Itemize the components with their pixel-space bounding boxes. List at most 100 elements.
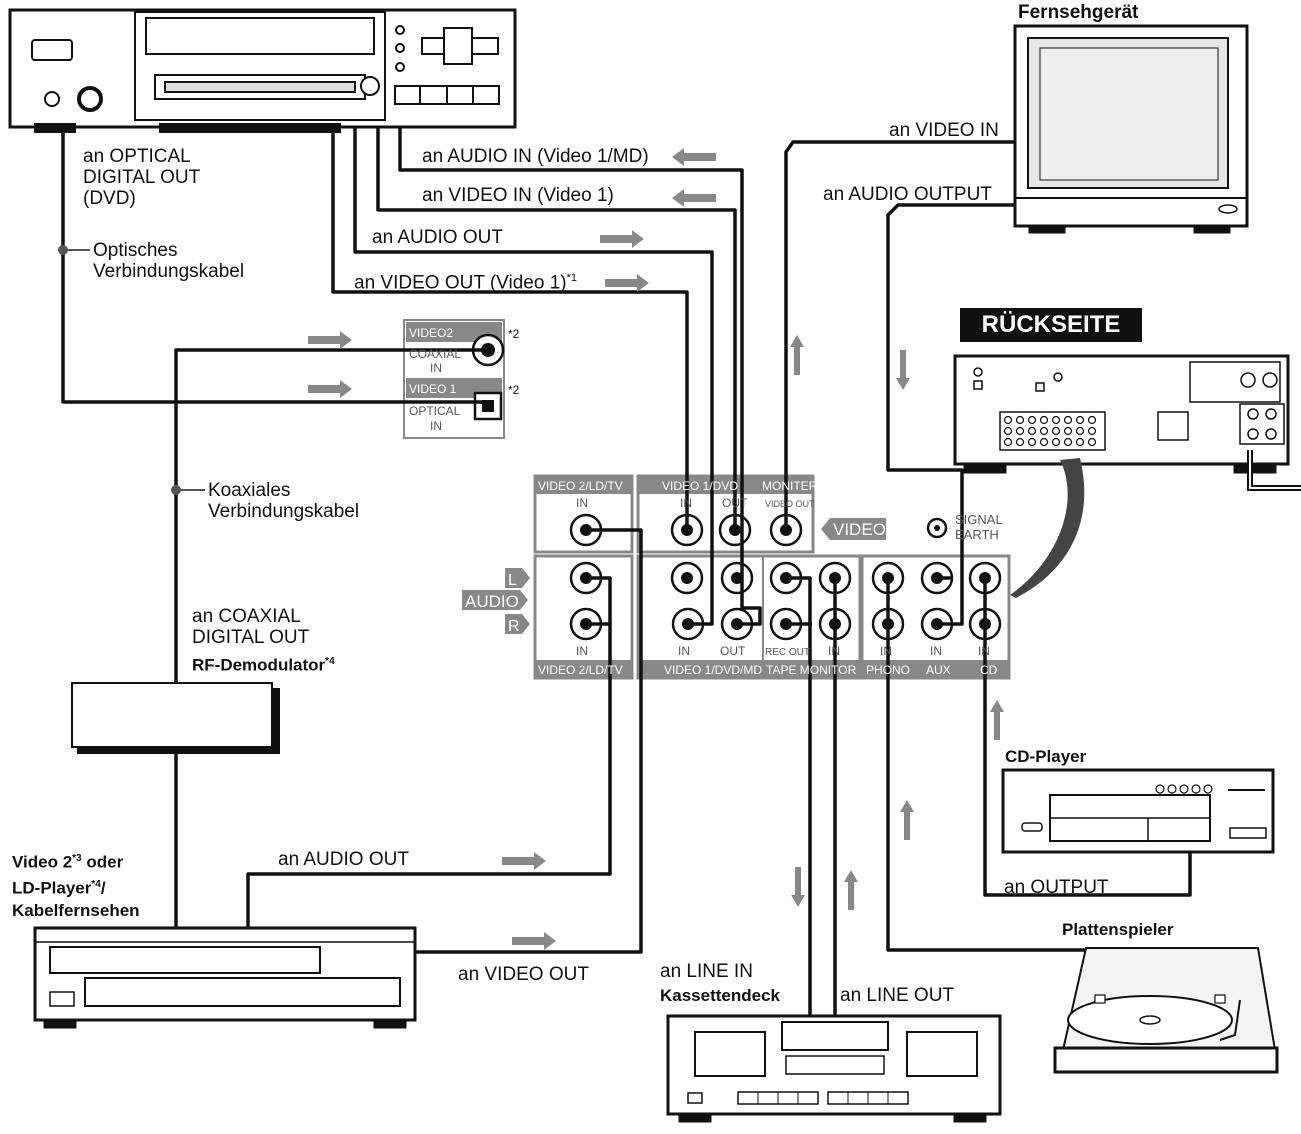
label-audio-in-video1: an AUDIO IN (Video 1/MD) — [422, 146, 649, 167]
label-v2-audio-out: an AUDIO OUT — [278, 849, 409, 870]
cable-cd — [983, 578, 1192, 897]
grp-monitor-top: MONITER — [762, 479, 818, 493]
optical-label-2: IN — [430, 419, 442, 433]
cable-audio-in-video1 — [398, 127, 744, 578]
grp-tape-bottom: TAPE MONITOR — [766, 663, 857, 677]
optical-label-1: OPTICAL — [409, 404, 461, 418]
grp-aux-bottom: AUX — [926, 663, 951, 677]
phono-in-label: IN — [880, 644, 892, 658]
note2-b: *2 — [508, 383, 520, 397]
signal-earth-2: EARTH — [955, 527, 999, 542]
flow-arrow — [896, 350, 910, 390]
cd-player-device — [1001, 768, 1275, 854]
coaxial-label-1: COAXIAL — [409, 347, 461, 361]
rec-out-label: REC OUT — [765, 647, 810, 658]
flow-arrow — [672, 148, 716, 166]
grp-video2-bottom: VIDEO 2/LD/TV — [538, 663, 623, 677]
video2-title-line1: Video 2*3 oder — [12, 852, 124, 872]
coaxial-cable-line1: Koaxiales — [208, 480, 291, 501]
label-deck-line-out: an LINE OUT — [840, 985, 955, 1006]
monitor-video-out: VIDEO OUT — [765, 499, 815, 509]
optical-cable — [61, 127, 488, 404]
panel-text: VIDEO2 VIDEO 1 VIDEO 2/LD/TV VIDEO 1/DVD… — [409, 326, 998, 677]
video2-device — [33, 926, 417, 1029]
label-v2-video-out: an VIDEO OUT — [458, 964, 589, 985]
grp-phono-bottom: PHONO — [866, 663, 910, 677]
rear-panel-jacks — [569, 513, 1002, 641]
cable-video-in-video1 — [376, 127, 737, 530]
panel-video1-label: VIDEO 1 — [409, 382, 457, 396]
grp-video1-top: VIDEO 1/DVD — [662, 479, 738, 493]
grp-video2-top: VIDEO 2/LD/TV — [538, 479, 623, 493]
rf-demodulator-title: RF-Demodulator*4 — [192, 655, 335, 675]
jack-out-v1: OUT — [722, 496, 748, 510]
cable-tv-video-in — [784, 140, 1015, 530]
flow-arrow — [605, 274, 649, 292]
back-panel-title: RÜCKSEITE — [960, 308, 1142, 342]
jack-in-v1: IN — [680, 496, 692, 510]
flow-arrow — [512, 932, 556, 950]
aux-in-label: IN — [930, 644, 942, 658]
optical-cable-line1: Optisches — [93, 240, 178, 261]
panel-text-dark: COAXIAL IN OPTICAL IN *2 *2 IN IN OUT VI… — [409, 327, 1003, 658]
receiver-back-device — [953, 354, 1290, 474]
flow-arrow — [502, 852, 546, 870]
coaxial-label-2: IN — [430, 361, 442, 375]
receiver-jack-grid — [1003, 415, 1097, 447]
flow-arrow — [844, 870, 858, 910]
cd-in-label: IN — [978, 644, 990, 658]
tape-in-label: IN — [828, 644, 840, 658]
cd-player-title: CD-Player — [1005, 747, 1087, 766]
flow-arrow — [791, 867, 805, 907]
label-tv-video-in: an VIDEO IN — [889, 120, 999, 141]
cables — [61, 127, 1192, 1016]
coaxial-out-line2: DIGITAL OUT — [192, 627, 310, 648]
flow-arrow — [672, 189, 716, 207]
video-tag: VIDEO — [833, 520, 886, 539]
coaxial-cable — [174, 348, 488, 683]
grp-video1-bottom: VIDEO 1/DVD/MD — [664, 663, 762, 677]
jack-out-v1-bottom: OUT — [720, 644, 746, 658]
right-tag: R — [508, 618, 520, 635]
optical-cable-line2: Verbindungskabel — [93, 261, 245, 282]
flow-arrow — [308, 380, 352, 398]
label-tv-audio-output: an AUDIO OUTPUT — [823, 184, 992, 205]
flow-arrow — [308, 331, 352, 349]
flow-arrow — [600, 230, 644, 248]
cable-phono — [886, 578, 1086, 952]
jack-in-v2-bottom: IN — [576, 644, 588, 658]
turntable-device — [1053, 947, 1279, 1074]
optical-out-line3: (DVD) — [83, 188, 136, 209]
optical-out-line1: an OPTICAL — [83, 146, 191, 167]
label-cd-output: an OUTPUT — [1004, 877, 1109, 898]
flow-arrows — [308, 148, 1004, 950]
cable-video-out-video1 — [331, 127, 689, 530]
label-video-out-video1: an VIDEO OUT (Video 1)*1 — [354, 272, 578, 294]
zoom-wedge — [1010, 458, 1085, 598]
coaxial-cable-line2: Verbindungskabel — [208, 501, 360, 522]
jack-in-v1-bottom: IN — [678, 644, 690, 658]
cassette-deck-title: Kassettendeck — [660, 986, 781, 1005]
grp-cd-bottom: CD — [980, 663, 998, 677]
note2-a: *2 — [508, 327, 520, 341]
panel-video2-label: VIDEO2 — [409, 326, 453, 340]
tv-title: Fernsehgerät — [1018, 2, 1139, 23]
video2-title-line2: LD-Player*4/ — [12, 878, 106, 898]
label-audio-out-top: an AUDIO OUT — [372, 227, 503, 248]
label-video-in-video1: an VIDEO IN (Video 1) — [422, 185, 614, 206]
cable-v2-video-out — [415, 528, 643, 954]
dvd-player-device — [8, 8, 517, 133]
flow-arrow — [790, 335, 804, 375]
label-deck-line-in: an LINE IN — [660, 961, 753, 982]
cable-audio-out — [353, 127, 714, 578]
tv-device — [1013, 24, 1249, 234]
flow-arrow — [900, 800, 914, 840]
cassette-deck-device — [666, 1014, 1002, 1123]
flow-arrow — [990, 700, 1004, 740]
coaxial-out-line1: an COAXIAL — [192, 606, 301, 627]
video2-title-line3: Kabelfernsehen — [12, 901, 140, 920]
audio-tag: AUDIO — [465, 592, 519, 611]
left-tag: L — [508, 572, 517, 589]
